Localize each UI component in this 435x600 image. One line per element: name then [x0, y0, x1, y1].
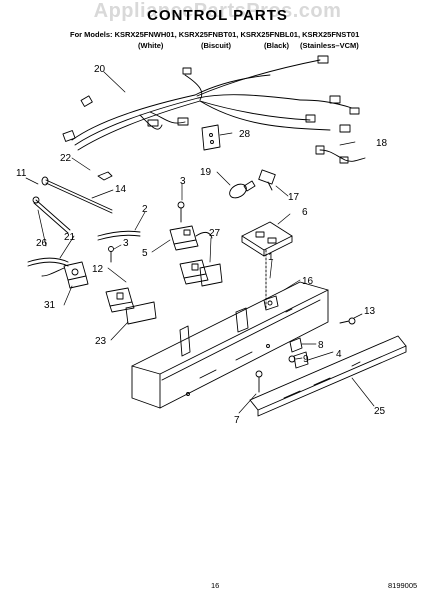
- callout-6: 6: [302, 207, 308, 218]
- part-28-plate: [201, 124, 221, 151]
- watermark: AppliancePartsPros.com: [93, 0, 342, 22]
- screw-part: [177, 201, 185, 223]
- callout-16: 16: [302, 276, 314, 287]
- callout-3-lower: 3: [123, 238, 129, 249]
- callout-8: 8: [318, 340, 324, 351]
- callout-12: 12: [92, 264, 104, 275]
- bracket-part-4: [293, 351, 309, 369]
- front-panel-part: [249, 335, 407, 417]
- callout-3-top: 3: [180, 176, 186, 187]
- callout-31: 31: [44, 300, 56, 311]
- callout-18: 18: [376, 138, 388, 149]
- callout-23: 23: [95, 336, 107, 347]
- thermostat-part: [41, 261, 89, 289]
- callout-25: 25: [374, 406, 386, 417]
- callout-9: 9: [303, 354, 309, 365]
- socket-part: [258, 169, 276, 191]
- callout-5: 5: [142, 248, 148, 259]
- screw-part-7: [255, 370, 263, 393]
- label-part-27: [199, 263, 223, 287]
- sensor-tube-part: [32, 176, 113, 234]
- callout-26: 26: [36, 238, 48, 249]
- callout-numbers: 20 28 18 19 17 22 11 14 3 2 6 5 27 3 21 …: [16, 64, 388, 426]
- callout-4: 4: [336, 349, 342, 360]
- leader-lines: [25, 71, 375, 414]
- color-white: (White): [138, 41, 164, 50]
- control-board-part: [241, 221, 293, 311]
- callout-11: 11: [16, 168, 27, 179]
- callout-20: 20: [94, 64, 106, 75]
- part-22-clip: [97, 171, 113, 181]
- callout-27: 27: [209, 228, 221, 239]
- switch-part-5: [169, 225, 213, 251]
- callout-14: 14: [115, 184, 127, 195]
- screw-part-lower: [108, 246, 114, 263]
- page-title: CONTROL PARTS: [147, 7, 288, 24]
- callout-7: 7: [234, 415, 240, 426]
- callout-22: 22: [60, 153, 72, 164]
- color-biscuit: (Biscuit): [201, 41, 231, 50]
- color-stainless: (Stainless–VCM): [300, 41, 359, 50]
- document-code: 8199005: [388, 581, 418, 590]
- light-bulb-part: [229, 180, 256, 199]
- knob-part-8: [289, 337, 303, 353]
- label-part-23: [125, 301, 157, 325]
- foam-strip-part: [27, 230, 141, 267]
- knob-part-9: [288, 355, 296, 363]
- callout-1: 1: [268, 252, 274, 263]
- callout-21: 21: [64, 232, 76, 243]
- callout-13: 13: [364, 306, 376, 317]
- control-housing-part: [131, 281, 329, 409]
- callout-17: 17: [288, 192, 300, 203]
- models-line: For Models: KSRX25FNWH01, KSRX25FNBT01, …: [70, 30, 360, 39]
- page-number: 16: [211, 581, 220, 590]
- callout-28: 28: [239, 129, 251, 140]
- callout-2: 2: [142, 204, 148, 215]
- callout-19: 19: [200, 167, 212, 178]
- wire-harness-part: [62, 55, 360, 151]
- bracket-part-12: [105, 259, 209, 313]
- part-18-connector: [315, 145, 366, 164]
- color-black: (Black): [264, 41, 290, 50]
- screw-part-13: [339, 317, 356, 325]
